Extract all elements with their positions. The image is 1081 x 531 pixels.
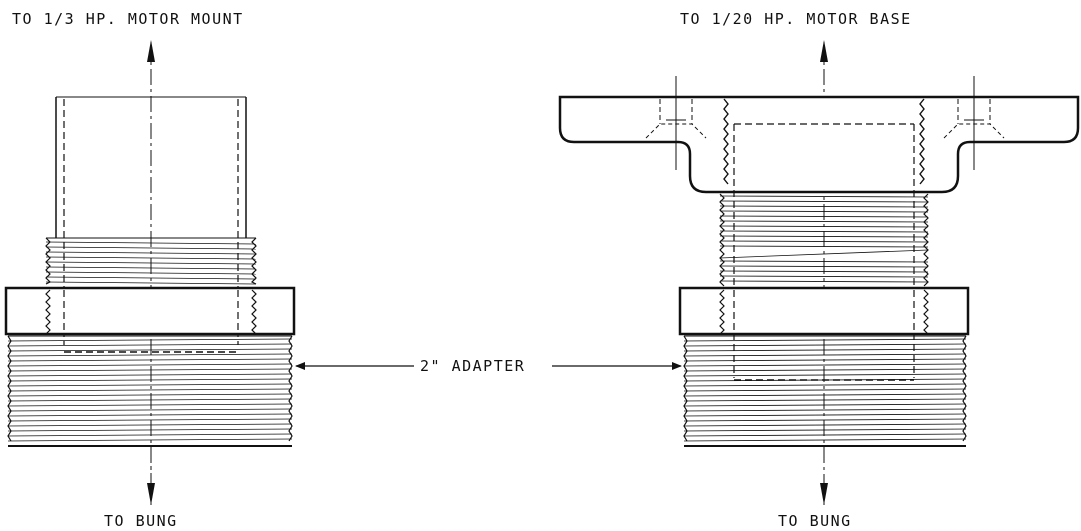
left-upper-threads [45,237,257,285]
left-assembly [4,40,296,505]
right-lower-threads [683,335,967,447]
label-right-top: TO 1/20 HP. MOTOR BASE [680,10,912,28]
label-left-top: TO 1/3 HP. MOTOR MOUNT [12,10,244,28]
left-lower-threads [7,335,293,505]
right-assembly [558,40,1080,505]
label-left-bottom: TO BUNG [104,512,178,530]
left-nut [4,286,296,336]
right-motor-base [558,95,1080,194]
right-nut [678,286,970,336]
label-right-bottom: TO BUNG [778,512,852,530]
right-upper-threads [719,193,929,287]
label-adapter: 2" ADAPTER [420,357,526,375]
